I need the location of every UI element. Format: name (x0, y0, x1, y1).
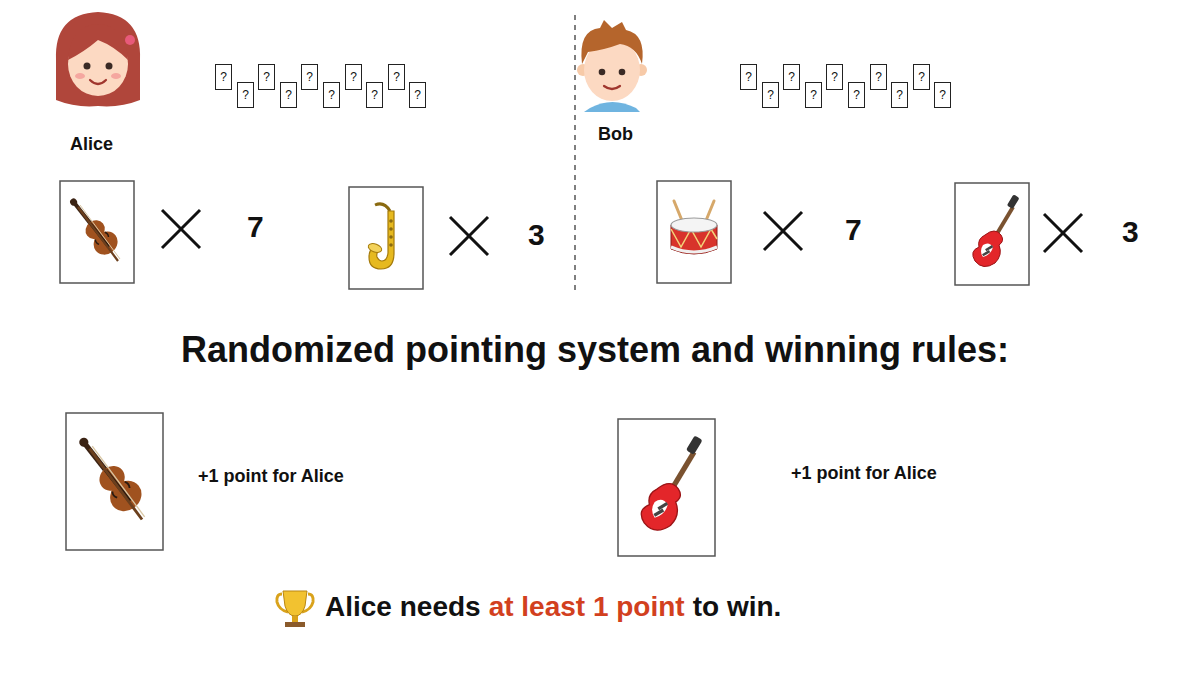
bob-avatar (577, 20, 647, 112)
face-down-card: ? (366, 82, 383, 108)
win-condition: Alice needsat least 1 pointto win. (325, 590, 789, 624)
card-mark: ? (875, 71, 882, 83)
card-mark: ? (220, 71, 227, 83)
rule-cards (66, 413, 715, 556)
win-condition-text: to win. (693, 590, 782, 624)
face-down-card: ? (870, 64, 887, 90)
card-mark: ? (745, 71, 752, 83)
count-number: 3 (1122, 215, 1139, 250)
win-condition-text: Alice needs (325, 590, 481, 624)
face-down-card: ? (934, 82, 951, 108)
face-down-card: ? (280, 82, 297, 108)
face-down-card: ? (762, 82, 779, 108)
card-mark: ? (810, 89, 817, 101)
trophy-icon (277, 591, 313, 627)
face-down-card: ? (826, 64, 843, 90)
card-mark: ? (285, 89, 292, 101)
face-down-card: ? (258, 64, 275, 90)
face-down-card: ? (783, 64, 800, 90)
section-title: Randomized pointing system and winning r… (0, 328, 1190, 371)
face-down-card: ? (913, 64, 930, 90)
player-name: Bob (598, 124, 633, 145)
count-number: 7 (247, 210, 264, 245)
card-mark: ? (306, 71, 313, 83)
card-mark: ? (896, 89, 903, 101)
alice-avatar (56, 12, 140, 106)
win-condition-text: at least 1 point (489, 590, 685, 624)
card-mark: ? (350, 71, 357, 83)
card-mark: ? (328, 89, 335, 101)
face-down-card: ? (388, 64, 405, 90)
card-mark: ? (788, 71, 795, 83)
face-down-card: ? (409, 82, 426, 108)
card-mark: ? (918, 71, 925, 83)
divider (574, 15, 576, 290)
face-down-card: ? (301, 64, 318, 90)
face-down-card: ? (323, 82, 340, 108)
count-number: 7 (845, 213, 862, 248)
card-mark: ? (853, 89, 860, 101)
card-mark: ? (263, 71, 270, 83)
face-down-card: ? (848, 82, 865, 108)
count-number: 3 (528, 218, 545, 253)
card-mark: ? (414, 89, 421, 101)
face-down-card: ? (237, 82, 254, 108)
instrument-cards (60, 181, 1029, 289)
face-down-card: ? (805, 82, 822, 108)
card-mark: ? (831, 71, 838, 83)
card-mark: ? (371, 89, 378, 101)
times-symbol (162, 210, 1082, 255)
card-mark: ? (393, 71, 400, 83)
face-down-card: ? (345, 64, 362, 90)
face-down-card: ? (740, 64, 757, 90)
face-down-card: ? (215, 64, 232, 90)
face-down-card: ? (891, 82, 908, 108)
card-mark: ? (767, 89, 774, 101)
card-mark: ? (939, 89, 946, 101)
player-name: Alice (70, 134, 113, 155)
rule-text: +1 point for Alice (198, 466, 344, 487)
rule-text: +1 point for Alice (791, 463, 937, 484)
card-mark: ? (242, 89, 249, 101)
